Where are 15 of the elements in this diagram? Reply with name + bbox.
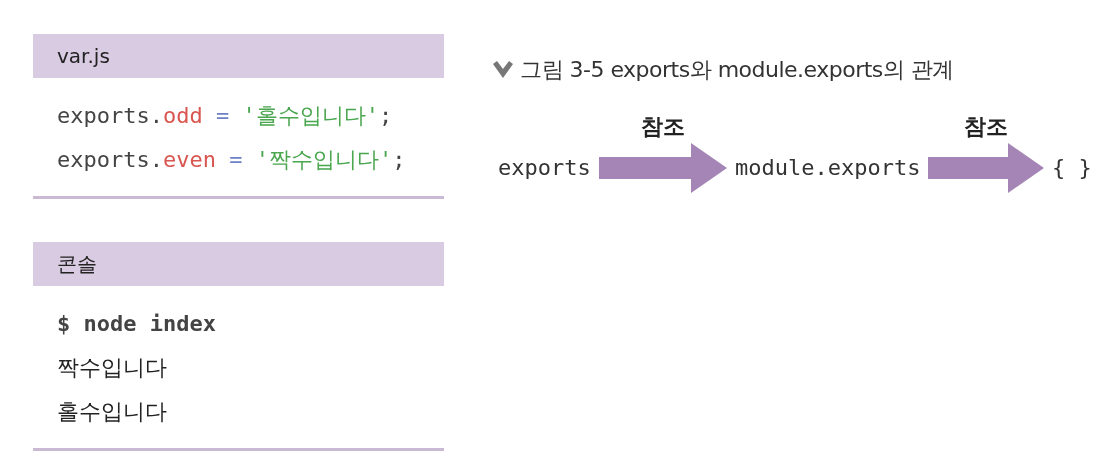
edge-label: 참조	[964, 113, 1008, 141]
code-line: exports.odd = '홀수입니다';	[57, 102, 393, 130]
panel-header: 콘솔	[33, 242, 444, 286]
arrow	[928, 143, 1044, 193]
code-line: exports.even = '짝수입니다';	[57, 146, 406, 174]
console-output: 짝수입니다	[57, 354, 167, 382]
edge-label: 참조	[641, 113, 685, 141]
code-term: module.exports	[727, 148, 929, 188]
command-line: $ node index	[57, 310, 216, 338]
arrow	[599, 143, 727, 193]
panel-header: var.js	[33, 34, 444, 78]
figure-title: 그림 3-5 exports와 module.exports의 관계	[520, 56, 954, 84]
console-output: 홀수입니다	[57, 398, 167, 426]
code-term: exports	[490, 148, 599, 188]
code-term: { }	[1044, 148, 1100, 188]
